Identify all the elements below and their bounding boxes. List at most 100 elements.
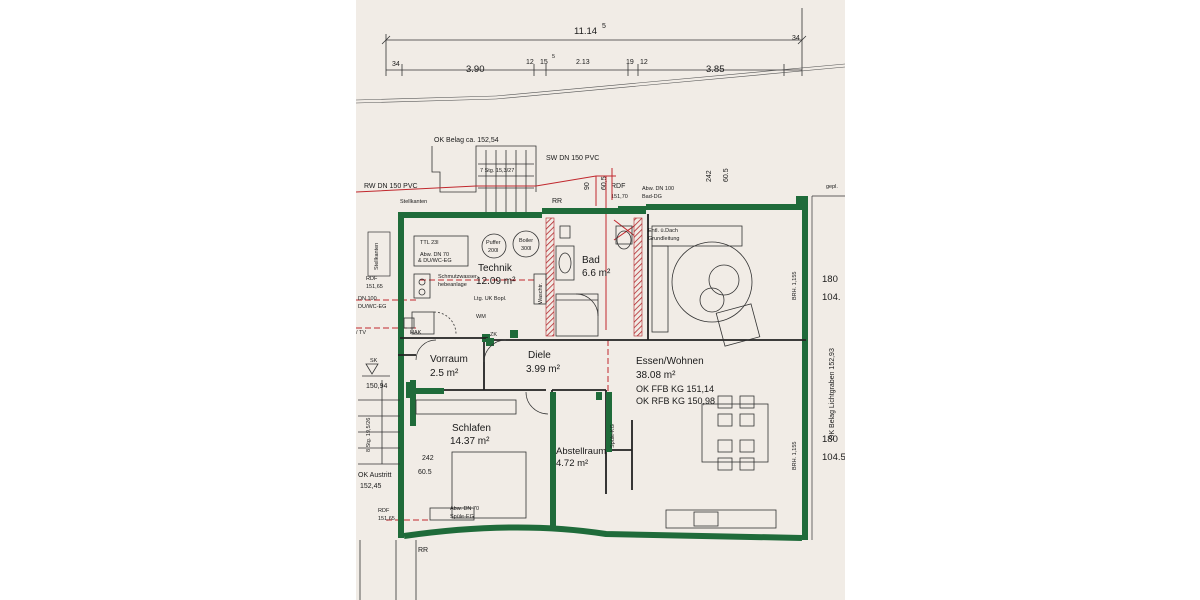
right-104-b: 104.5 (822, 452, 845, 463)
dim-segment: 12 (526, 59, 534, 66)
sk-label: SK (370, 358, 378, 364)
room-vorraum-name: Vorraum (430, 354, 468, 365)
room-bad-name: Bad (582, 255, 600, 266)
total-width-label: 11.14 (574, 26, 597, 37)
schmutzwasser-b: hebeanlage (438, 282, 467, 288)
right-104-a: 104. (822, 292, 841, 303)
technik-fixtures (403, 230, 547, 335)
rdf-left-value: 151,65 (366, 284, 383, 290)
rdf-top-value: 151,70 (611, 194, 628, 200)
room-schlafen-area: 14.37 m² (450, 436, 490, 447)
room-abstell-name: Abstellraum (556, 446, 606, 457)
stellkanten-top: Stellkanten (400, 199, 427, 205)
room-abstell-area: 4.72 m² (556, 458, 588, 469)
zk-label: ZK (490, 332, 497, 338)
dim-segment: 34 (792, 35, 800, 42)
rr-top: RR (552, 198, 562, 205)
dn-left-b: DU/WC-EG (358, 304, 386, 310)
abw-technik-a: Abw. DN 70 (420, 252, 449, 258)
floor-plan-drawing: 11.14 5 34 3.90 12 15 5 2.13 19 12 3.85 … (356, 8, 845, 600)
bad-hatched-wall-left (545, 217, 555, 337)
dim-segment: 15 (540, 59, 548, 66)
room-essen-okffb: OK FFB KG 151,14 (636, 384, 714, 394)
v242: 242 (422, 455, 434, 462)
doors (415, 293, 599, 415)
room-technik-name: Technik (478, 263, 513, 274)
left-exterior (358, 363, 417, 600)
room-essen-okrfb: OK RFB KG 150,98 (636, 396, 715, 406)
ok-belag-top: OK Belag ca. 152,54 (434, 137, 499, 144)
dimension-labels: 11.14 5 34 3.90 12 15 5 2.13 19 12 3.85 … (392, 23, 800, 75)
bottom-wall (403, 524, 803, 541)
wall-accents (410, 338, 612, 526)
dimension-chain (381, 8, 807, 76)
ok-austritt: OK Austritt (358, 472, 392, 479)
gepl-label: gepl. (826, 184, 838, 190)
stair-left: 8 Stg. 19,5/26 (366, 418, 372, 452)
rdf-top-label: RDF (611, 183, 625, 190)
floor-plan-sheet: 11.14 5 34 3.90 12 15 5 2.13 19 12 3.85 … (356, 0, 845, 600)
stellkanten-side-label: Stellkanten (374, 243, 380, 270)
outer-walls (398, 196, 808, 540)
bed (415, 399, 527, 521)
right-180-a: 180 (822, 274, 838, 285)
puffer-b: 200l (488, 248, 498, 254)
dim-segment: 2.13 (576, 59, 590, 66)
ttl-label: TTL 23l (420, 240, 438, 246)
room-schlafen-name: Schlafen (452, 423, 491, 434)
entl-a: Entl. ü.Dach (648, 228, 678, 234)
stellkanten-side (367, 231, 391, 277)
ltg-label: Ltg. UK Bopl. (474, 296, 507, 302)
dim-segment: 34 (392, 61, 400, 68)
brh-bottom: BRH. 1,155 (792, 442, 798, 470)
rdf-left-label: RDF (366, 276, 378, 282)
puffer-a: Puffer (486, 240, 501, 246)
rdf-bottom-value: 151,65 (378, 516, 395, 522)
room-essen-area: 38.08 m² (636, 370, 676, 381)
abw-bottom-b: Spüle-EG (450, 514, 474, 520)
wm-label: WM (476, 314, 486, 320)
bad-hatched-wall-right (633, 217, 643, 337)
bad-fixtures (555, 225, 633, 337)
dim-segment: 19 (626, 59, 634, 66)
room-diele-area: 3.99 m² (526, 364, 561, 375)
rr-bottom: RR (418, 547, 428, 554)
room-technik-area: 12.09 m² (476, 276, 516, 287)
stair-top-label: 7 Stg. 15,3/27 (480, 168, 514, 174)
abw-bad-b: Bad-DG (642, 194, 662, 200)
sw-pipe-label: SW DN 150 PVC (546, 155, 599, 162)
rdf-bottom-label: RDF (378, 508, 390, 514)
abw-technik-b: & DU/WC-EG (418, 258, 452, 264)
right-exterior (811, 195, 845, 540)
right-180-b: 180 (822, 434, 838, 445)
interior-walls (398, 214, 806, 525)
dn-left: DN 100 (358, 296, 377, 302)
rw-pipe-label: RW DN 150 PVC (364, 183, 418, 190)
room-bad-area: 6.6 m² (582, 268, 611, 279)
v242-top: 242 (706, 170, 713, 182)
total-width-sup: 5 (602, 23, 606, 30)
ok-belag-right: OK Belag Lichtgraben 152,93 (829, 348, 836, 440)
v605: 60.5 (418, 469, 432, 476)
room-diele-name: Diele (528, 350, 551, 361)
room-labels: Technik 12.09 m² Bad 6.6 m² Vorraum 2.5 … (430, 255, 715, 469)
boiler-a: Boiler (519, 238, 533, 244)
abw-bad-a: Abw. DN 100 (642, 186, 674, 192)
ok-austritt-value: 152,45 (360, 483, 382, 490)
v605-a: 60,5 (601, 176, 608, 190)
schmutzwasser-a: Schmutzwasser- (438, 274, 479, 280)
abw-bottom-a: Abw. DN 70 (450, 506, 479, 512)
dim-segment: 5 (552, 54, 555, 60)
entrance-stairs-top (431, 145, 537, 212)
spule-kg: Spüle-KG (610, 424, 616, 448)
dim-segment: 12 (640, 59, 648, 66)
entl-b: Grundleitung (648, 236, 680, 242)
waschtrockner-label: Waschtr. (538, 282, 544, 304)
bath-top-vdims: 90 60,5 RDF 151,70 Abw. DN 100 Bad-DG 24… (584, 168, 838, 200)
living-furniture (651, 225, 777, 529)
v605-top: 60.5 (723, 168, 730, 182)
boiler-b: 300l (521, 246, 531, 252)
room-essen-name: Essen/Wohnen (636, 356, 704, 367)
brh-top: BRH. 1,155 (792, 272, 798, 300)
dim-segment: 3.90 (466, 64, 485, 75)
